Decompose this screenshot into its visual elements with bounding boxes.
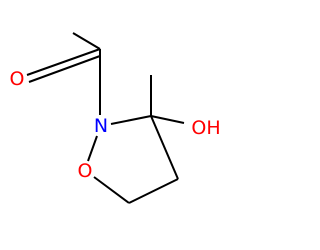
bond-carbonyl-double-inner xyxy=(28,55,101,83)
bond-ring-oxygen-nitrogen xyxy=(87,135,98,162)
hydroxyl-label: OH xyxy=(191,117,220,139)
bond-carbonyl-double-outer xyxy=(26,48,101,76)
bond-c5-ring-oxygen xyxy=(93,176,130,204)
ring-oxygen-label: O xyxy=(78,160,93,182)
structure-canvas: O N O OH xyxy=(10,32,221,204)
bond-methyl-carbonyl xyxy=(72,32,101,50)
carbonyl-oxygen-label: O xyxy=(10,68,25,90)
bond-c4-c5 xyxy=(128,178,179,204)
bond-c3-hydroxyl xyxy=(150,115,185,124)
ring-nitrogen-label: N xyxy=(94,115,108,137)
bond-c3-c4 xyxy=(150,115,179,180)
bond-nitrogen-c3 xyxy=(110,115,152,125)
